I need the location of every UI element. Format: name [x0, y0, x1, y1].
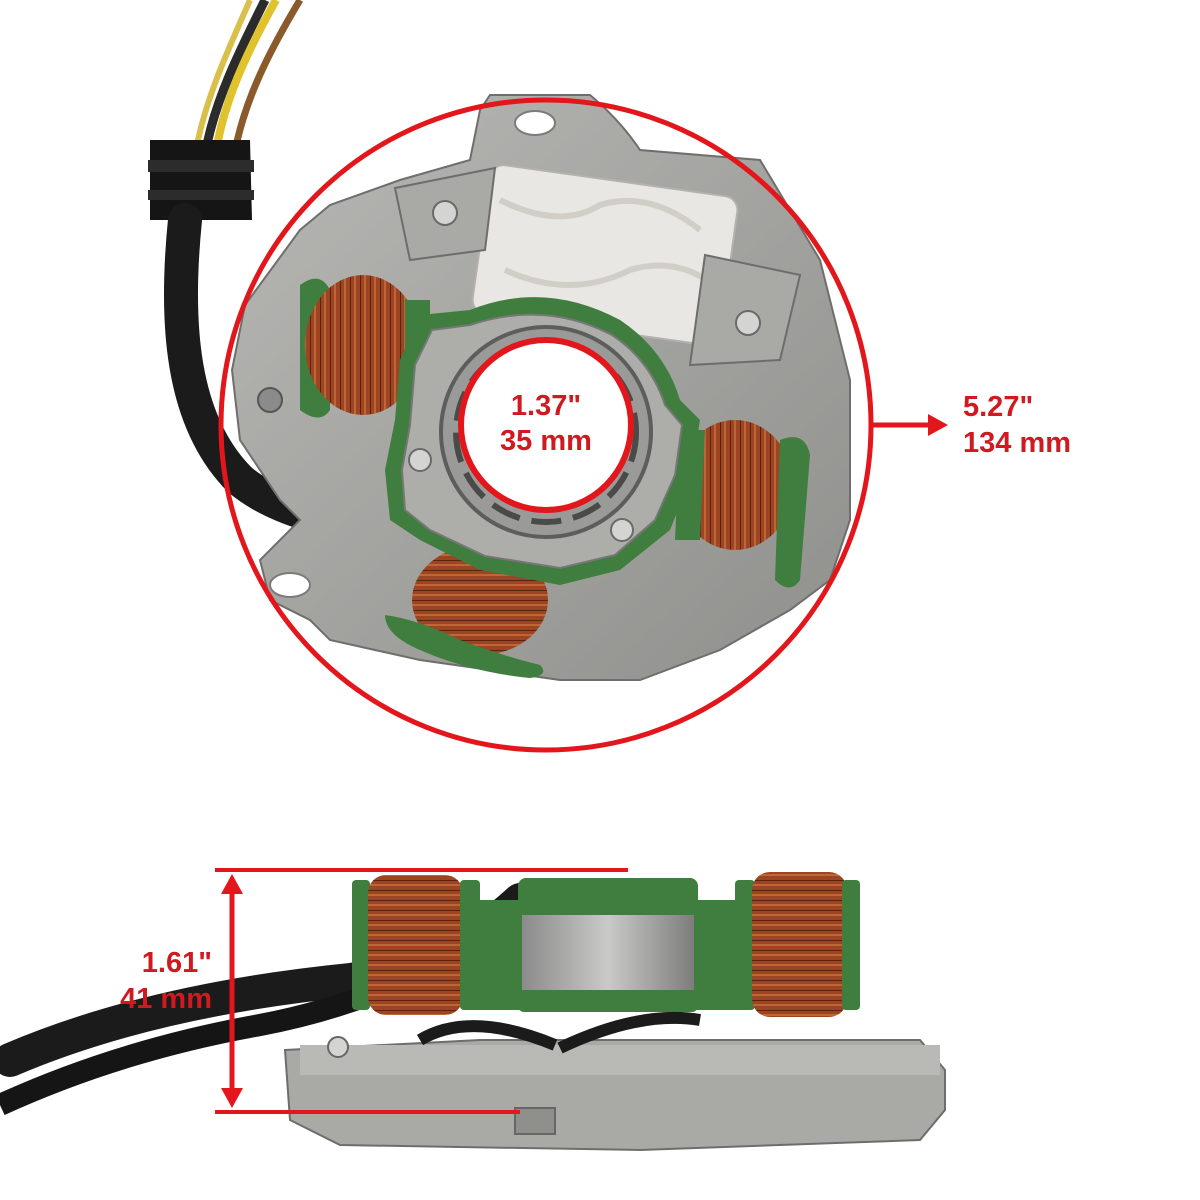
stator-side-view: 1.61" 41 mm: [0, 868, 946, 1152]
arrow-right-icon: [872, 414, 948, 436]
double-arrow-vertical-icon: [221, 874, 243, 1108]
stator-top-view: 1.37" 35 mm 5.27" 134 mm: [148, 0, 1071, 753]
outer-diameter-inch: 5.27": [963, 391, 1033, 423]
inner-diameter-mm: 35 mm: [500, 425, 592, 457]
inner-diameter-inch: 1.37": [511, 390, 581, 422]
outer-diameter-mm: 134 mm: [963, 427, 1071, 459]
coil-right: [675, 420, 810, 588]
side-coil-right: [735, 872, 860, 1017]
inner-diameter-ring: [458, 337, 634, 513]
height-mm: 41 mm: [120, 983, 212, 1015]
wire-bundle: [193, 0, 304, 157]
side-coil-left: [352, 875, 480, 1015]
height-inch: 1.61": [142, 947, 212, 979]
side-center-core: [470, 878, 750, 1012]
rubber-grommet: [150, 140, 252, 220]
outer-diameter-ring: [218, 97, 874, 753]
